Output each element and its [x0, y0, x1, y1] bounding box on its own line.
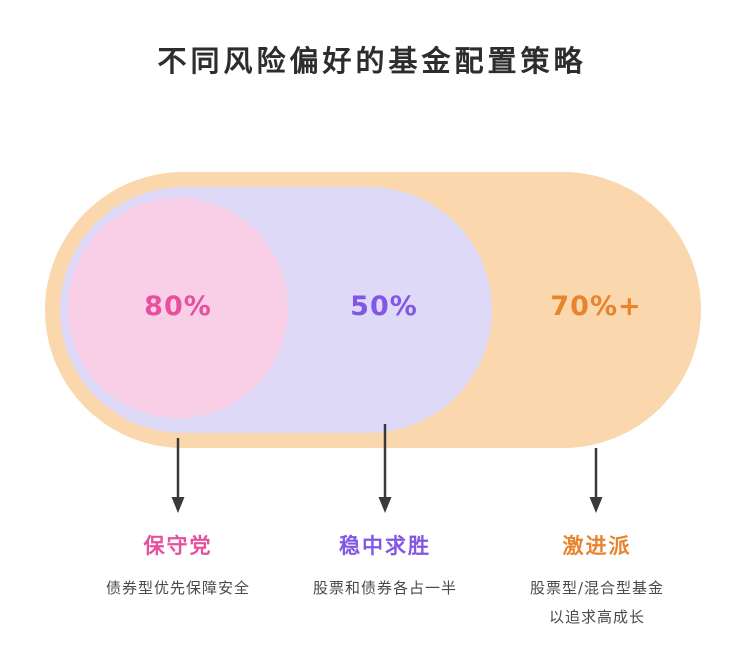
conservative-percentage: 80%: [144, 291, 212, 322]
aggressive-description: 股票型/混合型基金 以追求高成长: [477, 574, 717, 633]
conservative-circle: [68, 198, 288, 418]
conservative-label: 保守党: [143, 534, 213, 558]
description-line: 债券型优先保障安全: [105, 579, 250, 597]
description-line: 股票和债券各占一半: [312, 579, 457, 597]
description-line: 以追求高成长: [548, 608, 645, 627]
down-arrow-icon: [589, 448, 603, 513]
page-title: 不同风险偏好的基金配置策略: [157, 44, 587, 78]
down-arrow-icon: [378, 424, 392, 513]
aggressive-percentage: 70%+: [550, 291, 642, 322]
description-line: 股票型/混合型基金: [529, 579, 665, 597]
conservative-description: 债券型优先保障安全: [58, 574, 298, 603]
down-arrow-icon: [171, 438, 185, 513]
balanced-description: 股票和债券各占一半: [265, 574, 505, 603]
balanced-percentage: 50%: [350, 291, 418, 322]
aggressive-label: 激进派: [562, 534, 632, 558]
balanced-label: 稳中求胜: [339, 534, 431, 558]
